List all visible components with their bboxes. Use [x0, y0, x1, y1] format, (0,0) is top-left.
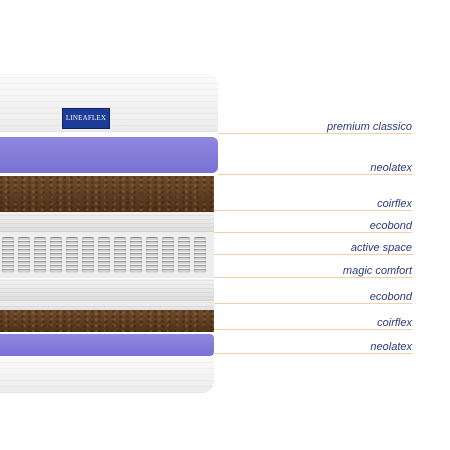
callout-line	[218, 133, 412, 134]
pocket-spring	[2, 237, 14, 273]
pocket-spring	[66, 237, 78, 273]
layer-neolatex-top	[0, 137, 218, 173]
layer-ecobond-top	[0, 212, 214, 232]
pocket-spring	[50, 237, 62, 273]
label-coirflex-bottom: coirflex	[377, 317, 412, 329]
pocket-spring	[82, 237, 94, 273]
bottom-cover	[0, 357, 214, 393]
label-neolatex-bottom: neolatex	[370, 341, 412, 353]
callout-line	[214, 232, 412, 233]
pocket-spring	[98, 237, 110, 273]
layer-coirflex-top	[0, 176, 214, 212]
label-coirflex-top: coirflex	[377, 198, 412, 210]
label-active-space: active space	[350, 242, 412, 254]
pocket-spring	[146, 237, 158, 273]
label-ecobond-bottom: ecobond	[369, 291, 412, 303]
layer-ecobond-bottom	[0, 301, 214, 311]
callout-line	[218, 174, 412, 175]
pocket-spring	[194, 237, 206, 273]
brand-logo-badge: LINEAFLEX	[62, 108, 110, 129]
label-ecobond-top: ecobond	[369, 220, 412, 232]
callout-line	[214, 254, 412, 255]
layer-coirflex-bottom	[0, 310, 214, 332]
pocket-spring	[34, 237, 46, 273]
layer-magic-comfort	[0, 279, 214, 301]
label-premium-classico: premium classico	[327, 121, 412, 133]
pocket-spring	[114, 237, 126, 273]
label-neolatex-top: neolatex	[370, 162, 412, 174]
pocket-spring	[162, 237, 174, 273]
layer-neolatex-bottom	[0, 334, 214, 356]
callout-line	[214, 303, 412, 304]
pocket-spring	[178, 237, 190, 273]
callout-line	[214, 329, 412, 330]
label-magic-comfort: magic comfort	[342, 265, 412, 277]
callout-line	[214, 210, 412, 211]
layer-active-space	[0, 232, 214, 278]
pocket-spring	[18, 237, 30, 273]
callout-line	[214, 277, 412, 278]
callout-line	[214, 353, 412, 354]
pocket-spring	[130, 237, 142, 273]
